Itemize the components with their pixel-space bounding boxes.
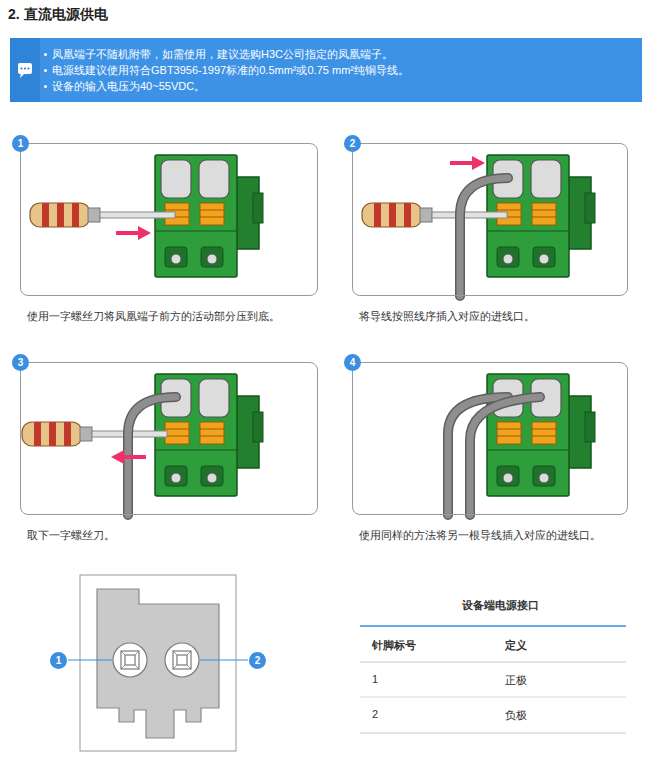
callout-text: 1	[18, 139, 24, 149]
step-caption: 使用同样的方法将另一根导线插入对应的进线口。	[359, 528, 601, 543]
table-cell: 定义	[505, 638, 527, 653]
callout-text: 2	[350, 139, 356, 149]
callout-text: 1	[56, 656, 62, 666]
note-line: 设备的输入电压为40~55VDC。	[10, 78, 642, 94]
callout-number: 3	[12, 354, 29, 371]
section-title: 2. 直流电源供电	[8, 6, 108, 24]
callout-number: 2	[249, 652, 266, 669]
note-line: 电源线建议使用符合GBT3956-1997标准的0.5mm²或0.75 mm²纯…	[10, 62, 642, 78]
table-cell: 负极	[505, 708, 527, 723]
note-text: 凤凰端子不随机附带，如需使用，建议选购H3C公司指定的凤凰端子。	[52, 48, 393, 60]
bullet-dot	[44, 69, 47, 72]
callout-text: 2	[255, 656, 261, 666]
step-panel: 取下一字螺丝刀。3	[20, 362, 318, 515]
callout-number: 1	[12, 135, 29, 152]
callout-text: 3	[18, 358, 24, 368]
step-panel: 使用同样的方法将另一根导线插入对应的进线口。4	[352, 362, 628, 515]
note-text: 设备的输入电压为40~55VDC。	[52, 80, 205, 92]
note-line: 凤凰端子不随机附带，如需使用，建议选购H3C公司指定的凤凰端子。	[10, 46, 642, 62]
step-caption: 取下一字螺丝刀。	[27, 528, 115, 543]
callout-number: 4	[344, 354, 361, 371]
callout-text: 4	[350, 358, 356, 368]
step-panel: 使用一字螺丝刀将凤凰端子前方的活动部分压到底。1	[20, 143, 318, 296]
step-caption: 将导线按照线序插入对应的进线口。	[359, 309, 535, 324]
callout-number: 1	[50, 652, 67, 669]
table-cell: 2	[372, 708, 378, 720]
icon-column	[10, 38, 40, 102]
note-box: 凤凰端子不随机附带，如需使用，建议选购H3C公司指定的凤凰端子。电源线建议使用符…	[10, 38, 642, 102]
callout-number: 2	[344, 135, 361, 152]
table-title: 设备端电源接口	[462, 598, 539, 613]
note-lines: 凤凰端子不随机附带，如需使用，建议选购H3C公司指定的凤凰端子。电源线建议使用符…	[10, 38, 642, 94]
chat-icon	[10, 38, 40, 102]
table-cell: 针脚标号	[372, 638, 416, 653]
bullet-dot	[44, 53, 47, 56]
note-text: 电源线建议使用符合GBT3956-1997标准的0.5mm²或0.75 mm²纯…	[52, 64, 409, 76]
step-caption: 使用一字螺丝刀将凤凰端子前方的活动部分压到底。	[27, 309, 280, 324]
step-panel: 将导线按照线序插入对应的进线口。2	[352, 143, 628, 296]
table-cell: 正极	[505, 673, 527, 688]
table-cell: 1	[372, 673, 378, 685]
bullet-dot	[44, 85, 47, 88]
